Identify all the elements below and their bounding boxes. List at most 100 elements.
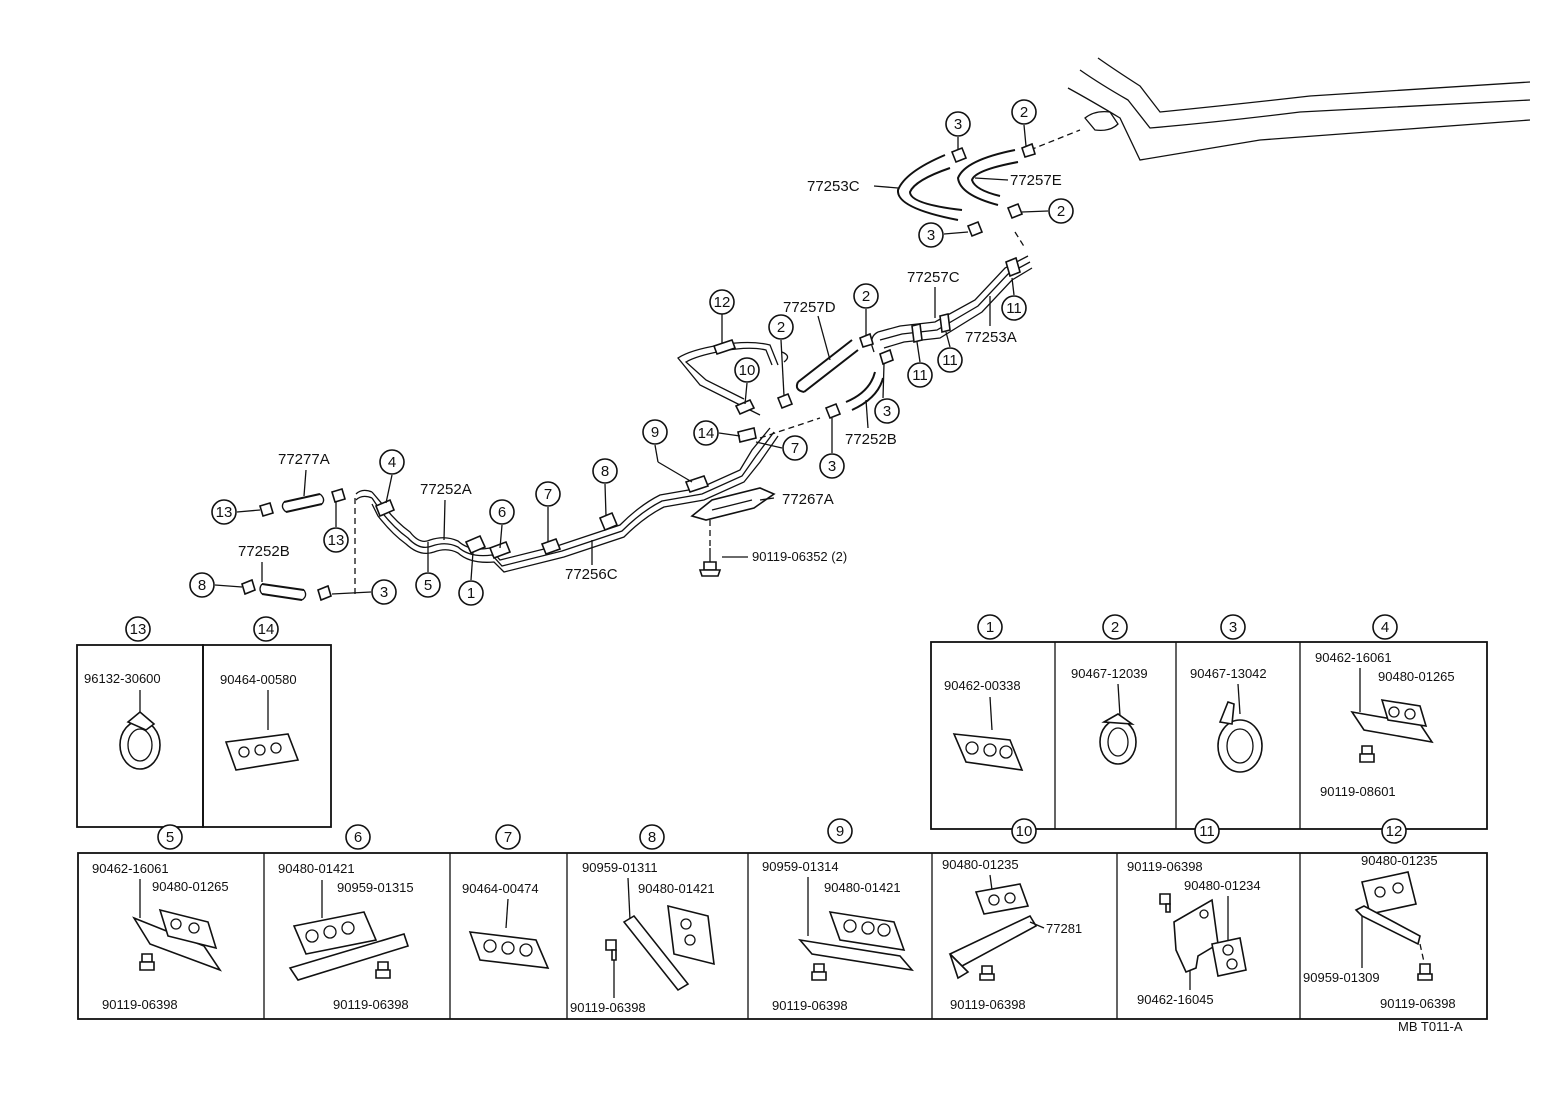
tube-clamp-icon	[468, 931, 550, 969]
svg-text:7: 7	[504, 829, 512, 846]
parts-box-9: 9 90959-01314 90480-01421 90119-06398	[762, 818, 915, 1013]
svg-text:90462-16045: 90462-16045	[1137, 992, 1214, 1007]
svg-text:90119-06398: 90119-06398	[570, 1000, 646, 1015]
svg-text:3: 3	[380, 584, 388, 601]
parts-box-6: 6 90480-01421 90959-01315 90119-06398	[278, 824, 414, 1012]
svg-text:5: 5	[166, 829, 174, 846]
svg-text:2: 2	[1020, 104, 1028, 121]
callout-11: 11	[937, 347, 963, 373]
svg-text:11: 11	[912, 367, 928, 384]
svg-text:90119-06398: 90119-06398	[333, 997, 409, 1012]
callout-10: 10	[734, 357, 760, 383]
svg-text:8: 8	[601, 463, 609, 480]
parts-box-4: 4 90462-16061 90480-01265 90119-08601	[1315, 614, 1455, 799]
svg-text:90480-01265: 90480-01265	[1378, 669, 1455, 684]
parts-box-row-5-12	[77, 852, 1488, 1020]
bracket-clamp-icon	[1350, 699, 1434, 744]
hose-77252B	[845, 371, 884, 411]
svg-text:90480-01421: 90480-01421	[824, 880, 901, 895]
svg-text:9: 9	[836, 823, 844, 840]
part-label-77252A: 77252A	[420, 481, 472, 498]
callout-9: 9	[642, 419, 668, 445]
parts-box-1: 1 90462-00338	[944, 614, 1024, 771]
svg-text:90480-01265: 90480-01265	[152, 879, 229, 894]
tube-clamp-icon	[952, 733, 1024, 771]
svg-text:10: 10	[1016, 823, 1033, 840]
part-label-77257D: 77257D	[783, 299, 836, 316]
callout-5: 5	[415, 572, 441, 598]
part-label-90119-06352: 90119-06352 (2)	[752, 549, 847, 564]
svg-text:90480-01235: 90480-01235	[942, 857, 1019, 872]
parts-box-3: 3 90467-13042	[1190, 614, 1267, 773]
svg-text:1: 1	[986, 619, 994, 636]
parts-box-8: 8 90959-01311 90480-01421 90119-06398	[570, 824, 715, 1015]
bolt-icon	[811, 963, 827, 981]
callout-14: 14	[693, 420, 719, 446]
part-label-77257E: 77257E	[1010, 172, 1062, 189]
svg-text:90462-16061: 90462-16061	[92, 861, 169, 876]
svg-text:8: 8	[648, 829, 656, 846]
callout-3: 3	[945, 111, 971, 137]
svg-text:90464-00474: 90464-00474	[462, 881, 539, 896]
svg-text:3: 3	[927, 227, 935, 244]
illustration-code: MB T011-A	[1398, 1019, 1463, 1034]
svg-text:3: 3	[954, 116, 962, 133]
hose-77257D	[795, 339, 859, 393]
parts-box-5: 5 90462-16061 90480-01265 90119-06398	[92, 824, 229, 1012]
svg-text:4: 4	[1381, 619, 1389, 636]
bolt-icon	[1417, 963, 1433, 981]
clip-icon	[241, 488, 346, 602]
callout-2: 2	[1011, 99, 1037, 125]
svg-text:90467-12039: 90467-12039	[1071, 666, 1148, 681]
svg-text:12: 12	[714, 294, 731, 311]
bracket-clamp-icon	[948, 883, 1038, 980]
fuel-tube-upper-branch	[677, 341, 779, 416]
svg-text:3: 3	[1229, 619, 1237, 636]
hose-77277A	[281, 493, 325, 513]
callout-3: 3	[874, 398, 900, 424]
svg-text:90959-01311: 90959-01311	[582, 860, 658, 875]
svg-text:7: 7	[544, 486, 552, 503]
svg-text:90119-06398: 90119-06398	[102, 997, 178, 1012]
svg-text:96132-30600: 96132-30600	[84, 671, 161, 686]
clip-icon	[776, 332, 894, 420]
svg-text:2: 2	[862, 288, 870, 305]
svg-text:90119-06398: 90119-06398	[772, 998, 848, 1013]
svg-text:77281: 77281	[1046, 921, 1082, 936]
svg-text:90959-01315: 90959-01315	[337, 880, 414, 895]
svg-text:90119-06398: 90119-06398	[1127, 859, 1203, 874]
bolt-icon	[979, 965, 995, 981]
part-label-77252B: 77252B	[845, 431, 897, 448]
svg-text:2: 2	[1111, 619, 1119, 636]
part-label-77252B-lower: 77252B	[238, 543, 290, 560]
callout-6: 6	[489, 499, 515, 525]
svg-text:6: 6	[498, 504, 506, 521]
svg-text:90959-01314: 90959-01314	[762, 859, 839, 874]
svg-text:90959-01309: 90959-01309	[1303, 970, 1380, 985]
callout-1: 1	[458, 580, 484, 606]
tube-clamp-icon	[1211, 937, 1247, 977]
parts-box-7: 7 90464-00474	[462, 824, 550, 969]
callout-12: 12	[709, 289, 735, 315]
callout-8: 8	[189, 572, 215, 598]
svg-text:2: 2	[1057, 203, 1065, 220]
callout-3: 3	[371, 579, 397, 605]
part-label-77267A: 77267A	[782, 491, 834, 508]
tube-clamp-icon	[1361, 871, 1417, 915]
bracket-clamp-icon	[288, 911, 410, 981]
bolt-icon	[375, 961, 391, 979]
svg-text:5: 5	[424, 577, 432, 594]
parts-box-12: 12 90480-01235 90959-01309 90119-06398	[1303, 818, 1456, 1011]
tube-clamp-icon	[224, 733, 300, 771]
parts-box-2: 2 90467-12039	[1071, 614, 1148, 765]
parts-box-14: 14 90464-00580	[202, 616, 332, 828]
parts-box-11: 11 90119-06398 90480-01234 90462-16045	[1127, 818, 1261, 1007]
svg-text:90119-06398: 90119-06398	[1380, 996, 1456, 1011]
callout-3: 3	[819, 453, 845, 479]
callout-3: 3	[918, 222, 944, 248]
tube-clamp-icon	[374, 256, 1021, 560]
callout-7: 7	[535, 481, 561, 507]
svg-text:14: 14	[258, 621, 275, 638]
callout-4: 4	[379, 449, 405, 475]
